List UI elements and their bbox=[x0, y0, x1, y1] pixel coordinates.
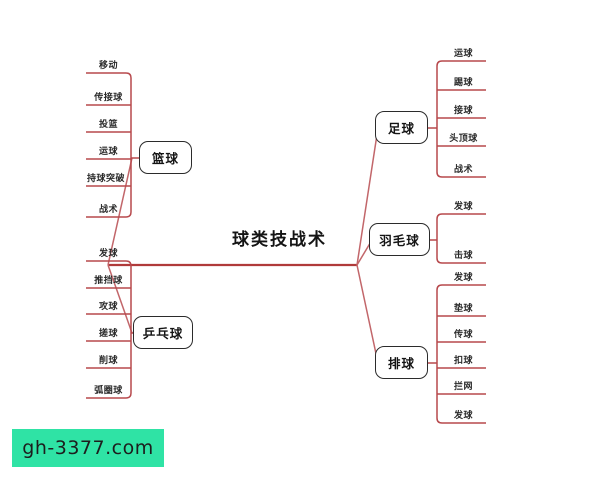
category-node-volleyball-label: 排球 bbox=[387, 356, 415, 371]
central-topic: 球类技战术 bbox=[232, 230, 327, 250]
leaf-basketball-2[interactable]: 传接球 bbox=[94, 93, 123, 103]
leaf-table-tennis-4[interactable]: 搓球 bbox=[98, 329, 118, 339]
leaf-badminton-2[interactable]: 击球 bbox=[453, 251, 473, 261]
category-node-basketball-label: 篮球 bbox=[151, 151, 179, 166]
leaf-soccer-2[interactable]: 踢球 bbox=[453, 78, 473, 88]
leaf-soccer-4[interactable]: 头顶球 bbox=[449, 134, 478, 144]
leaf-volleyball-6[interactable]: 发球 bbox=[453, 411, 473, 421]
leaf-badminton-1[interactable]: 发球 bbox=[453, 202, 473, 212]
leaf-table-tennis-2[interactable]: 推挡球 bbox=[94, 276, 123, 286]
leaf-table-tennis-1[interactable]: 发球 bbox=[98, 249, 118, 259]
category-node-badminton-label: 羽毛球 bbox=[379, 233, 420, 248]
category-node-volleyball[interactable]: 排球 bbox=[375, 346, 428, 379]
leaf-volleyball-3[interactable]: 传球 bbox=[453, 330, 473, 340]
category-node-table-tennis-label: 乒乓球 bbox=[142, 326, 184, 341]
leaf-basketball-4[interactable]: 运球 bbox=[98, 147, 118, 157]
leaf-volleyball-4[interactable]: 扣球 bbox=[453, 356, 473, 366]
category-node-table-tennis[interactable]: 乒乓球 bbox=[133, 316, 193, 349]
leaf-soccer-1[interactable]: 运球 bbox=[453, 49, 473, 59]
category-node-basketball[interactable]: 篮球 bbox=[139, 141, 192, 174]
leaf-basketball-6[interactable]: 战术 bbox=[98, 205, 118, 215]
leaf-basketball-1[interactable]: 移动 bbox=[98, 61, 118, 71]
branch-line-volleyball bbox=[356, 264, 379, 364]
leaf-table-tennis-3[interactable]: 攻球 bbox=[98, 302, 118, 312]
category-node-badminton[interactable]: 羽毛球 bbox=[369, 223, 430, 256]
category-node-soccer-label: 足球 bbox=[387, 121, 415, 136]
leaf-table-tennis-6[interactable]: 弧圈球 bbox=[94, 386, 123, 396]
leaf-volleyball-5[interactable]: 拦网 bbox=[453, 382, 473, 392]
category-node-soccer[interactable]: 足球 bbox=[375, 111, 428, 144]
leaf-basketball-5[interactable]: 持球突破 bbox=[86, 174, 125, 184]
leaf-basketball-3[interactable]: 投篮 bbox=[98, 120, 118, 130]
leaf-soccer-5[interactable]: 战术 bbox=[453, 165, 473, 175]
leaf-volleyball-1[interactable]: 发球 bbox=[453, 273, 473, 283]
leaf-volleyball-2[interactable]: 垫球 bbox=[453, 304, 473, 314]
leaf-soccer-3[interactable]: 接球 bbox=[453, 106, 473, 116]
leaf-table-tennis-5[interactable]: 削球 bbox=[98, 356, 118, 366]
watermark-badge: gh-3377.com bbox=[12, 429, 164, 467]
